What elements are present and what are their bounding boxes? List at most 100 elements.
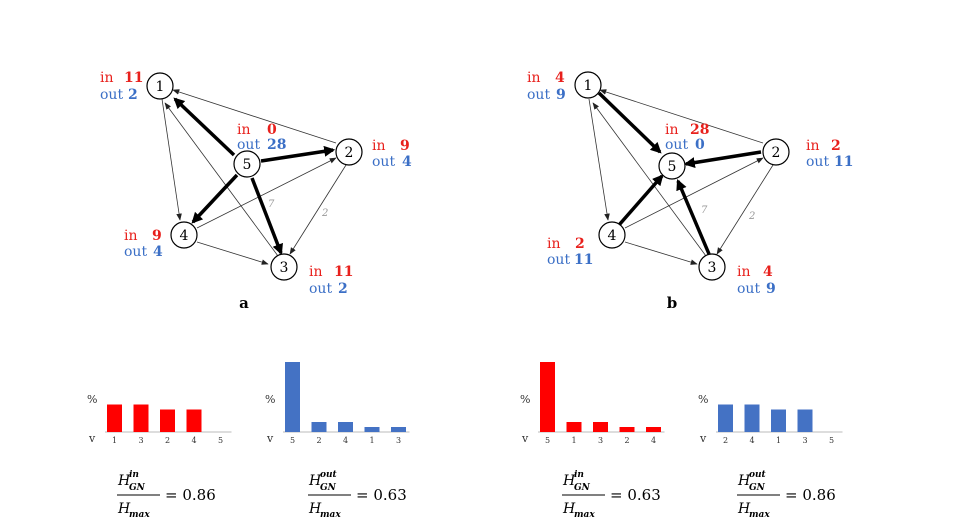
svg-text:out: out xyxy=(100,87,123,103)
svg-text:9: 9 xyxy=(400,138,410,154)
svg-text:H: H xyxy=(117,473,131,489)
bar-2 xyxy=(619,427,635,432)
bar-3 xyxy=(593,422,608,432)
svg-text:3: 3 xyxy=(280,260,289,276)
tick-label: 1 xyxy=(776,436,781,445)
panel-letter-a: a xyxy=(239,294,249,312)
formula-2: H out GN H max = 0.63 xyxy=(308,470,407,520)
node-b-4-degree: in 2 out 11 xyxy=(547,236,593,268)
edge-label-a-2: 2 xyxy=(321,208,328,219)
node-b-1[interactable]: 1 xyxy=(574,71,602,99)
svg-text:2: 2 xyxy=(772,145,781,161)
tick-label: 5 xyxy=(290,436,295,445)
svg-text:2: 2 xyxy=(575,236,585,252)
edge-b-1-4 xyxy=(588,98,610,221)
svg-text:= 0.86: = 0.86 xyxy=(165,486,216,504)
tick-label: 1 xyxy=(369,436,374,445)
edge-label-b-2: 2 xyxy=(748,211,755,222)
svg-text:out: out xyxy=(527,87,550,103)
edge-b-3-1 xyxy=(592,102,707,257)
svg-text:GN: GN xyxy=(574,483,591,493)
tick-label: 4 xyxy=(749,436,754,445)
x-axis-label: v xyxy=(521,432,529,445)
svg-text:4: 4 xyxy=(153,244,163,260)
svg-text:28: 28 xyxy=(267,137,286,153)
svg-text:in: in xyxy=(574,470,584,480)
bar-5 xyxy=(540,362,555,432)
svg-text:in: in xyxy=(737,264,751,280)
bar-3 xyxy=(391,427,406,432)
node-b-3-degree: in 4 out 9 xyxy=(737,264,776,297)
svg-text:11: 11 xyxy=(334,264,353,280)
svg-text:in: in xyxy=(527,70,541,86)
edge-a-4-3 xyxy=(196,241,269,265)
node-b-4[interactable]: 4 xyxy=(598,221,626,249)
svg-text:2: 2 xyxy=(128,87,138,103)
svg-text:= 0.63: = 0.63 xyxy=(356,486,407,504)
svg-text:3: 3 xyxy=(708,260,717,276)
bar-4 xyxy=(744,404,760,432)
y-axis-label: % xyxy=(698,393,708,406)
svg-text:1: 1 xyxy=(584,78,593,94)
tick-label: 4 xyxy=(191,436,196,445)
bar-1 xyxy=(107,404,122,432)
edge-a-3-1 xyxy=(164,102,279,257)
svg-text:out: out xyxy=(749,470,767,480)
svg-text:out: out xyxy=(737,281,760,297)
node-a-3-degree: in 11 out 2 xyxy=(309,264,353,297)
tick-label: 3 xyxy=(138,436,143,445)
svg-text:in: in xyxy=(547,236,561,252)
svg-text:max: max xyxy=(320,510,341,520)
svg-text:4: 4 xyxy=(180,228,189,244)
bar-4 xyxy=(186,409,202,432)
node-b-5[interactable]: 5 xyxy=(658,152,686,180)
svg-text:out: out xyxy=(665,137,688,153)
edge-b-2-5 xyxy=(683,150,762,169)
svg-text:9: 9 xyxy=(556,87,566,103)
tick-label: 1 xyxy=(112,436,117,445)
bar-5 xyxy=(285,362,300,432)
svg-text:= 0.86: = 0.86 xyxy=(785,486,836,504)
edge-b-2-3 xyxy=(716,164,774,255)
tick-label: 2 xyxy=(723,436,728,445)
tick-label: 3 xyxy=(802,436,807,445)
edge-b-2-1 xyxy=(599,89,764,144)
tick-label: 2 xyxy=(165,436,170,445)
bar-2 xyxy=(311,422,327,432)
edge-a-5-3 xyxy=(250,177,283,256)
node-b-2-degree: in 2 out 11 xyxy=(806,138,853,170)
bar-3 xyxy=(797,409,813,432)
svg-text:H: H xyxy=(562,473,576,489)
tick-label: 1 xyxy=(571,436,576,445)
node-a-2[interactable]: 2 xyxy=(335,138,363,166)
graph-panel-b: 7 2 1 2 3 4 5 in 4 out 9 i xyxy=(527,70,853,312)
formula-4: H out GN H max = 0.86 xyxy=(737,470,836,520)
bar-2 xyxy=(718,404,733,432)
svg-text:4: 4 xyxy=(763,264,773,280)
node-a-5[interactable]: 5 xyxy=(233,150,261,178)
svg-text:H: H xyxy=(737,501,751,517)
node-b-3[interactable]: 3 xyxy=(698,253,726,281)
tick-label: 5 xyxy=(545,436,550,445)
formula-1: H in GN H max = 0.86 xyxy=(117,470,216,520)
svg-text:H: H xyxy=(308,473,322,489)
svg-text:GN: GN xyxy=(129,483,146,493)
node-a-2-degree: in 9 out 4 xyxy=(372,138,412,170)
svg-text:GN: GN xyxy=(749,483,766,493)
node-a-1[interactable]: 1 xyxy=(146,72,174,100)
node-a-3[interactable]: 3 xyxy=(270,253,298,281)
svg-text:4: 4 xyxy=(608,228,617,244)
node-b-2[interactable]: 2 xyxy=(762,138,790,166)
tick-label: 2 xyxy=(316,436,321,445)
node-a-4[interactable]: 4 xyxy=(170,221,198,249)
edge-a-5-4 xyxy=(191,173,239,224)
svg-text:2: 2 xyxy=(338,281,348,297)
svg-text:2: 2 xyxy=(831,138,841,154)
svg-text:0: 0 xyxy=(267,122,277,138)
svg-text:max: max xyxy=(749,510,770,520)
svg-text:in: in xyxy=(309,264,323,280)
svg-text:out: out xyxy=(124,244,147,260)
